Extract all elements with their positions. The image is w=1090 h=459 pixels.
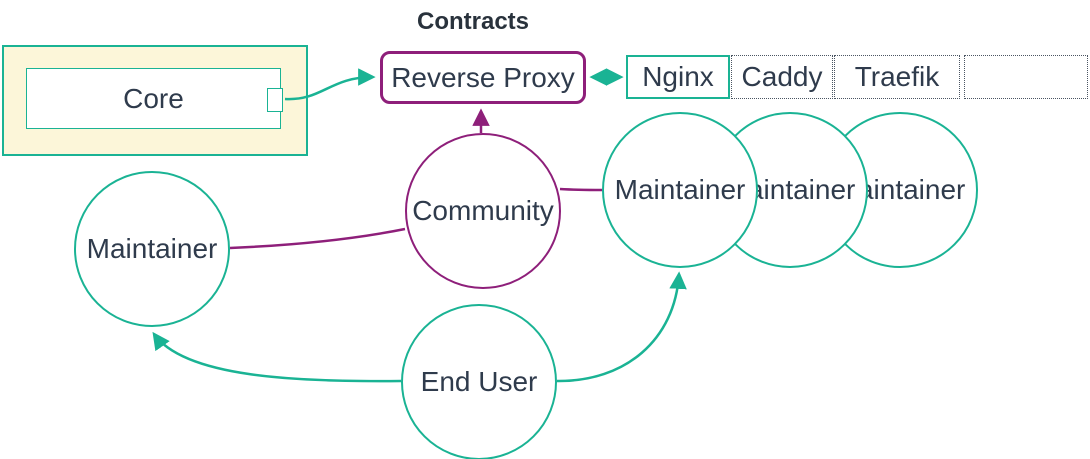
maintainer-left-label: Maintainer bbox=[86, 233, 218, 264]
proxy-cell-caddy: Caddy bbox=[731, 55, 833, 99]
maintainer-right-node-1: Maintainer bbox=[602, 112, 758, 268]
proxy-cell-empty bbox=[964, 55, 1088, 99]
core-node: Core bbox=[26, 68, 281, 129]
end-user-node: End User bbox=[401, 304, 557, 459]
traefik-label: Traefik bbox=[854, 61, 940, 92]
edge-community-maintainer-right bbox=[559, 187, 603, 192]
maintainer-left-node: Maintainer bbox=[74, 171, 230, 327]
end-user-label: End User bbox=[420, 366, 538, 397]
nginx-label: Nginx bbox=[642, 61, 714, 92]
reverse-proxy-label: Reverse Proxy bbox=[391, 61, 575, 93]
community-label: Community bbox=[412, 195, 554, 226]
edge-maintainer-left-community bbox=[229, 227, 406, 250]
proxy-cell-traefik: Traefik bbox=[834, 55, 960, 99]
maintainer-right-label-1: Maintainer bbox=[614, 174, 746, 205]
reverse-proxy-node: Reverse Proxy bbox=[380, 51, 586, 104]
core-subsystem-box: Core bbox=[2, 45, 308, 156]
proxy-cell-nginx: Nginx bbox=[626, 55, 730, 99]
edge-end-user-to-maintainer-right bbox=[556, 271, 687, 383]
diagram-title: Contracts bbox=[416, 8, 530, 35]
community-node: Community bbox=[405, 133, 561, 289]
core-output-port bbox=[267, 88, 283, 112]
caddy-label: Caddy bbox=[741, 61, 823, 92]
edge-end-user-to-maintainer-left bbox=[152, 331, 402, 383]
core-label: Core bbox=[123, 82, 184, 114]
